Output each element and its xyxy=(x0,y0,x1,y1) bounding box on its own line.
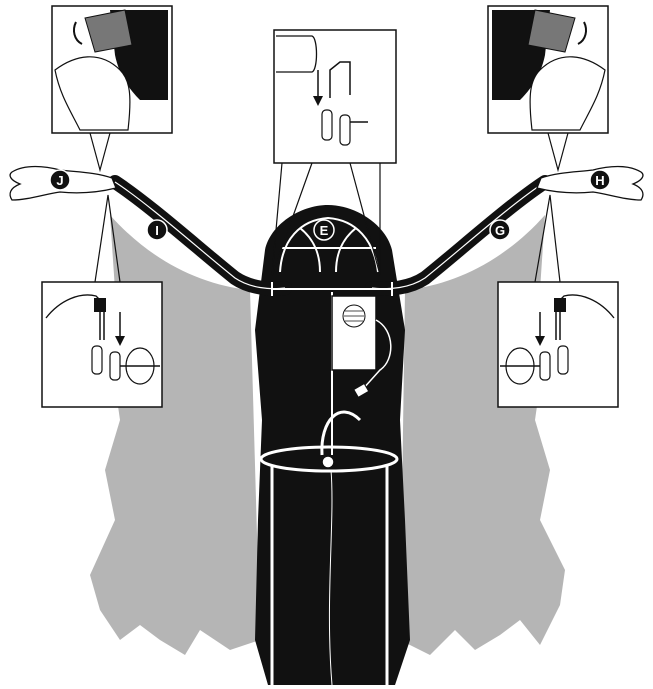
svg-text:H: H xyxy=(595,173,604,188)
svg-text:I: I xyxy=(155,223,159,238)
svg-text:G: G xyxy=(495,223,505,238)
connector-hub xyxy=(321,455,335,469)
arm-tube-highlight xyxy=(114,181,546,290)
svg-text:J: J xyxy=(56,173,63,188)
detail-panel-top-left xyxy=(51,5,173,134)
support-ring xyxy=(259,410,399,685)
callout-badge-j: J xyxy=(49,169,71,191)
detail-panel-top-right xyxy=(487,5,609,134)
callout-badge-g: G xyxy=(489,219,511,241)
callout-badge-e: E xyxy=(313,219,335,241)
callout-badge-i: I xyxy=(146,219,168,241)
callout-badge-h: H xyxy=(589,169,611,191)
cord xyxy=(328,469,333,686)
svg-text:E: E xyxy=(320,223,329,238)
head-frame xyxy=(279,216,379,273)
sound-box xyxy=(331,295,392,399)
shoulder-bar xyxy=(271,282,393,296)
detail-panel-top-center xyxy=(273,29,397,164)
detail-panel-right-connector xyxy=(497,281,619,408)
callout-pointers xyxy=(89,132,569,283)
detail-panel-left-connector xyxy=(41,281,163,408)
